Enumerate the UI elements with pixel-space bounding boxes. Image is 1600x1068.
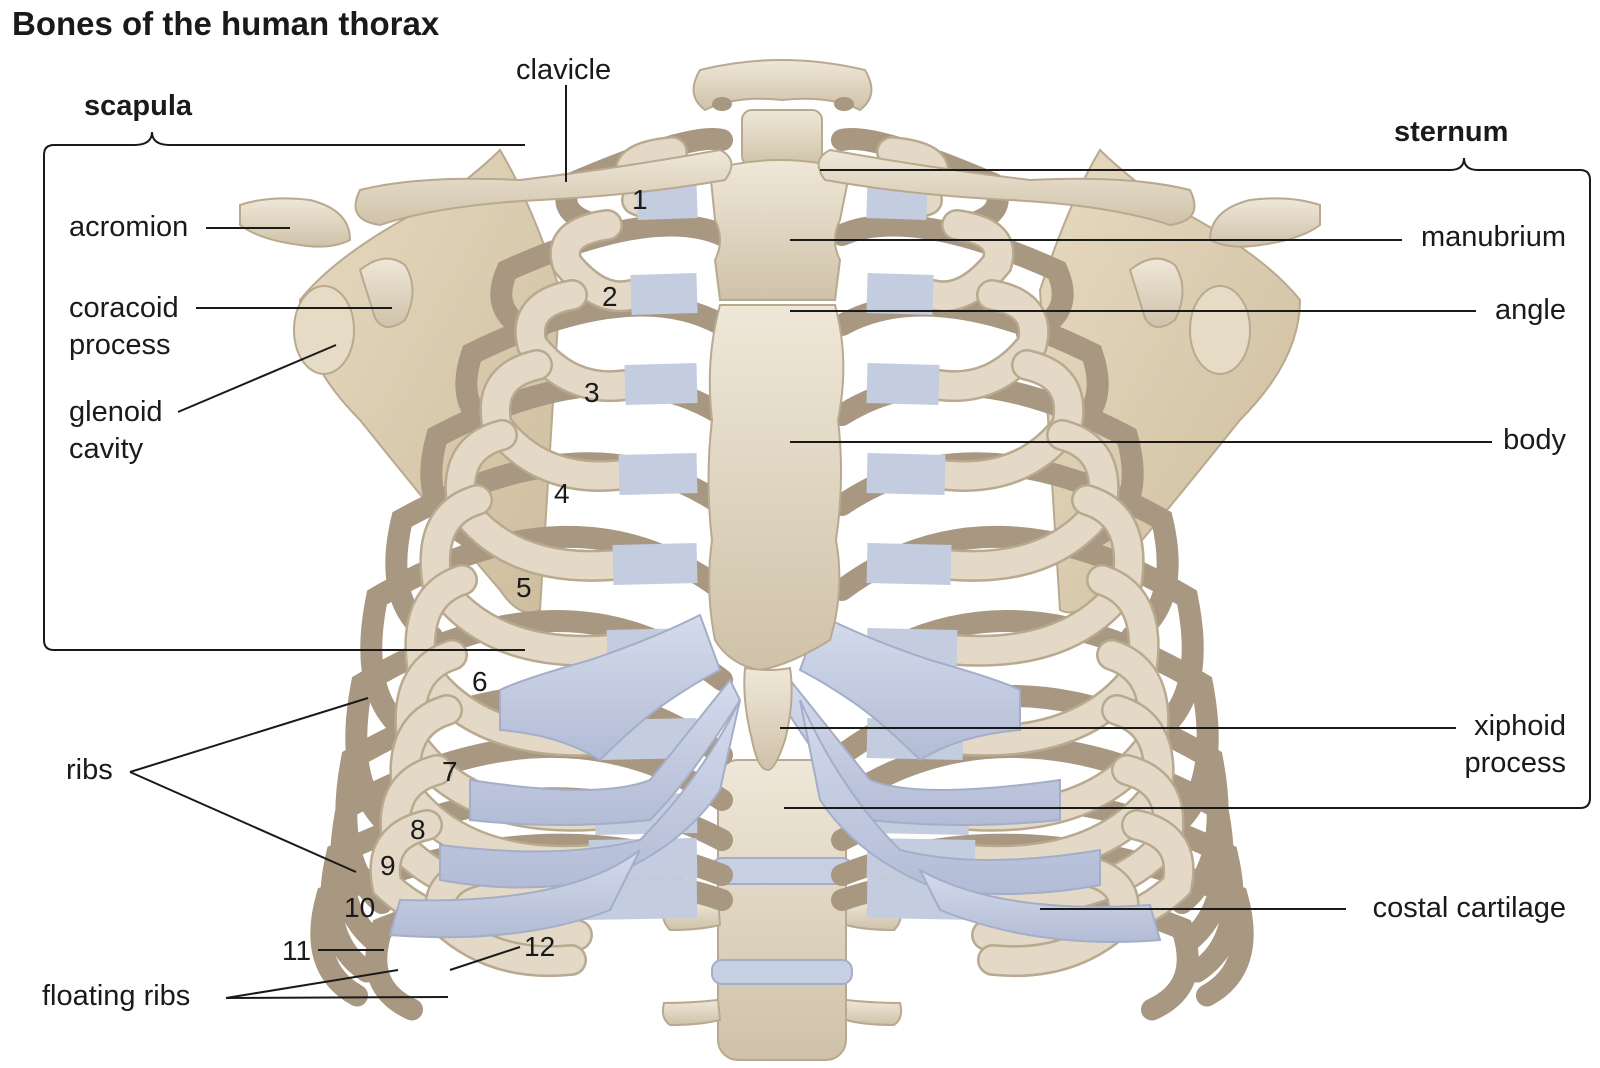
rib-number-3: 3 [584,377,600,408]
clavicles [354,148,1196,227]
bracket-scapula [43,131,525,651]
cervical-vertebra-body [741,109,823,167]
costal-cartilage-3 [866,363,940,405]
acromion [239,197,352,248]
rib-number-7: 7 [442,756,458,787]
sternum-bone [707,159,852,772]
rib-number-9: 9 [380,850,396,881]
rib-2-left [549,209,698,315]
label-body: body [1503,424,1566,456]
label-xiphoid-process: process [1464,747,1566,779]
label-coracoid: coracoid [69,292,179,324]
coracoid-process [358,257,414,328]
costal-cartilage-1 [636,178,698,220]
glenoid-cavity [293,285,355,375]
label-angle: angle [1495,294,1566,326]
xiphoid-bone [743,666,793,772]
rib-3-left [514,279,698,405]
leader-ribs-a [129,697,369,773]
label-floating-ribs: floating ribs [42,980,191,1012]
posterior-rib-2-left [490,214,733,345]
vertebral-foramen [712,97,732,111]
label-manubrium: manubrium [1420,221,1566,253]
label-glenoid-cavity: cavity [69,433,144,465]
clavicle-left [354,148,733,227]
intervertebral-disc [711,959,853,985]
label-sternum: sternum [1394,116,1509,148]
intervertebral-disc [711,857,853,885]
posterior-rib-2-right [831,214,1074,345]
rib-number-1: 1 [632,184,648,215]
sternum-body-bone [707,304,845,672]
label-ribs: ribs [66,754,113,786]
label-acromion: acromion [69,211,189,243]
leader-lines [43,85,1591,999]
leader-ribs-b [129,771,357,873]
costal-cartilage-4 [866,453,946,495]
rib-number-12: 12 [524,931,556,962]
rib-number-11: 11 [282,935,312,966]
bracket-sternum [784,157,1591,809]
clavicle-right [817,148,1196,227]
costal-cartilage-2 [866,273,934,315]
rib-number-6: 6 [472,666,488,697]
costal-cartilage-5 [866,543,952,585]
rib-2-right [866,209,1015,315]
leader-floating-b [225,996,449,999]
leader-12 [449,946,521,971]
rib-11-left [369,809,593,952]
manubrium-bone [708,159,852,301]
rib-number-8: 8 [410,814,426,845]
costal-cartilage-3 [624,363,698,405]
rib-number-10: 10 [344,892,376,923]
costal-cartilage-mass [388,613,1162,943]
costal-cartilage-5 [612,543,698,585]
diagram-title: Bones of the human thorax [12,5,440,42]
rib-number-4: 4 [554,478,570,509]
costal-cartilage-2 [630,273,698,315]
costal-cartilage-4 [618,453,698,495]
vertebral-foramen [834,97,854,111]
label-xiphoid: xiphoid [1474,710,1566,742]
label-scapula: scapula [84,90,192,122]
rib-3-right [866,279,1050,405]
transverse-process [845,998,903,1027]
transverse-process [661,998,722,1027]
leader-glenoid [177,344,337,413]
costal-cartilage-1 [866,178,928,220]
label-coracoid-process: process [69,329,171,361]
label-costal-cartilage: costal cartilage [1372,892,1566,924]
leader-floating-a [225,969,399,999]
label-clavicle: clavicle [516,54,612,86]
rib-number-2: 2 [602,281,618,312]
rib-number-5: 5 [516,572,532,603]
label-glenoid: glenoid [69,396,163,428]
